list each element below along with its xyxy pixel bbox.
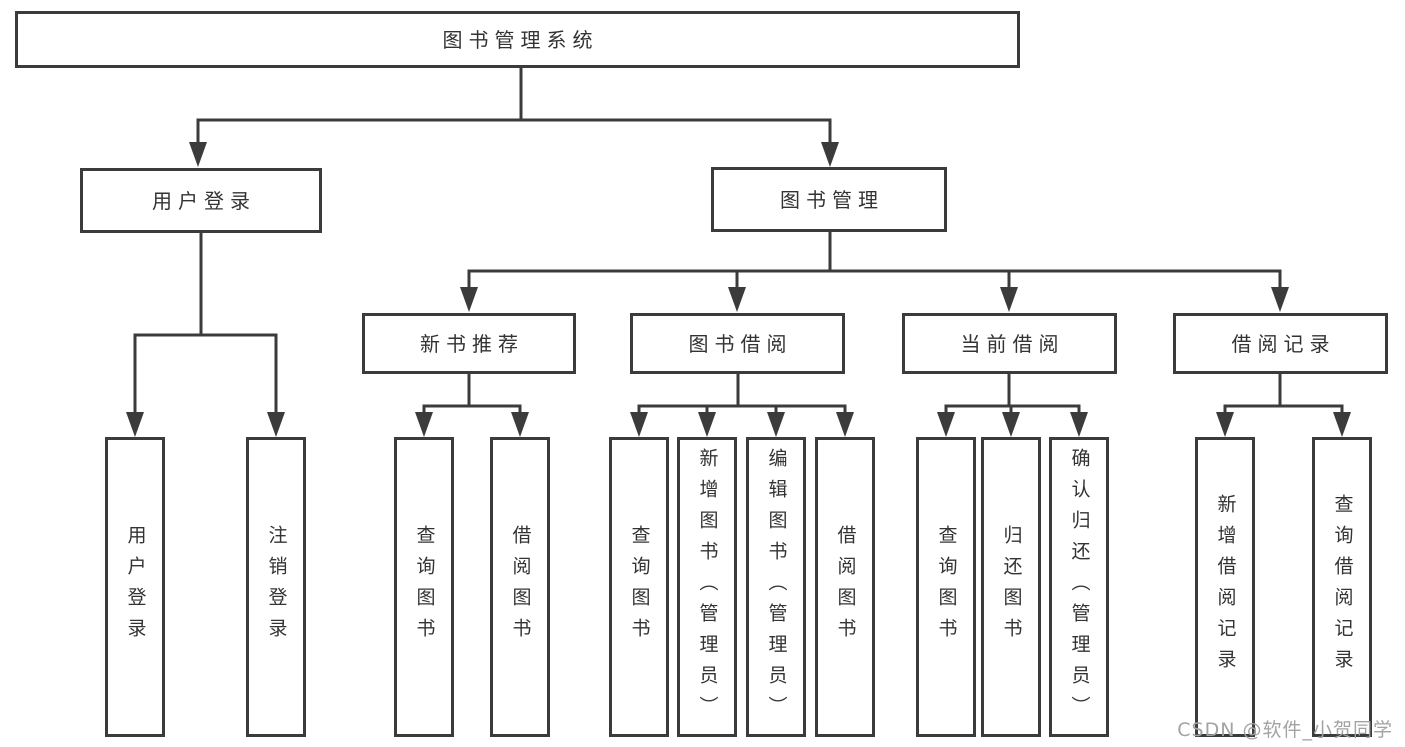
edge-root-to-level2 xyxy=(189,67,839,167)
leaf-current-query-books: 查询图书 xyxy=(916,437,976,737)
edge-borrow-records-children xyxy=(1216,373,1351,437)
leaf-borrow-borrow-books-label: 借阅图书 xyxy=(834,525,857,649)
leaf-borrow-edit-books: 编辑图书（管理员） xyxy=(746,437,806,737)
leaf-borrow-query-books: 查询图书 xyxy=(609,437,669,737)
leaf-recommend-borrow-books-label: 借阅图书 xyxy=(509,525,532,649)
leaf-borrow-borrow-books: 借阅图书 xyxy=(815,437,875,737)
node-new-book-recommend-label: 新书推荐 xyxy=(420,331,524,356)
node-borrow-records-label: 借阅记录 xyxy=(1231,331,1336,356)
edge-current-borrow-children xyxy=(937,373,1088,437)
edge-book-borrow-children xyxy=(630,373,854,437)
leaf-recommend-query-books: 查询图书 xyxy=(394,437,454,737)
node-new-book-recommend: 新书推荐 xyxy=(362,313,576,374)
leaf-records-query-record-label: 查询借阅记录 xyxy=(1331,494,1354,680)
leaf-current-query-books-label: 查询图书 xyxy=(935,525,958,649)
leaf-borrow-edit-books-label: 编辑图书（管理员） xyxy=(765,447,788,727)
leaf-user-login-label: 用户登录 xyxy=(124,525,147,649)
node-borrow-records: 借阅记录 xyxy=(1173,313,1388,374)
node-book-management: 图书管理 xyxy=(711,167,947,232)
leaf-recommend-query-books-label: 查询图书 xyxy=(413,525,436,649)
leaf-recommend-borrow-books: 借阅图书 xyxy=(490,437,550,737)
leaf-borrow-add-books-label: 新增图书（管理员） xyxy=(696,447,719,727)
leaf-logout-label: 注销登录 xyxy=(265,525,288,649)
leaf-current-return-books-label: 归还图书 xyxy=(1000,525,1023,649)
csdn-watermark: CSDN @软件_小贺同学 xyxy=(1177,719,1393,741)
leaf-current-confirm-return: 确认归还（管理员） xyxy=(1049,437,1109,737)
edge-book-management-children xyxy=(460,232,1289,312)
node-user-login: 用户登录 xyxy=(80,168,322,233)
node-root: 图书管理系统 xyxy=(15,11,1020,68)
node-user-login-label: 用户登录 xyxy=(152,188,256,213)
leaf-records-query-record: 查询借阅记录 xyxy=(1312,437,1372,737)
node-current-borrow-label: 当前借阅 xyxy=(960,331,1065,356)
node-book-borrow-label: 图书借阅 xyxy=(688,331,793,356)
leaf-current-confirm-return-label: 确认归还（管理员） xyxy=(1068,447,1091,727)
edge-user-login-children xyxy=(126,232,285,437)
leaf-borrow-query-books-label: 查询图书 xyxy=(628,525,651,649)
node-root-label: 图书管理系统 xyxy=(442,27,599,52)
leaf-records-add-record-label: 新增借阅记录 xyxy=(1214,494,1237,680)
node-book-borrow: 图书借阅 xyxy=(630,313,845,374)
node-current-borrow: 当前借阅 xyxy=(902,313,1117,374)
node-book-management-label: 图书管理 xyxy=(780,187,884,212)
leaf-records-add-record: 新增借阅记录 xyxy=(1195,437,1255,737)
leaf-logout: 注销登录 xyxy=(246,437,306,737)
edge-new-book-recommend-children xyxy=(415,373,529,437)
leaf-current-return-books: 归还图书 xyxy=(981,437,1041,737)
leaf-user-login: 用户登录 xyxy=(105,437,165,737)
leaf-borrow-add-books: 新增图书（管理员） xyxy=(677,437,737,737)
